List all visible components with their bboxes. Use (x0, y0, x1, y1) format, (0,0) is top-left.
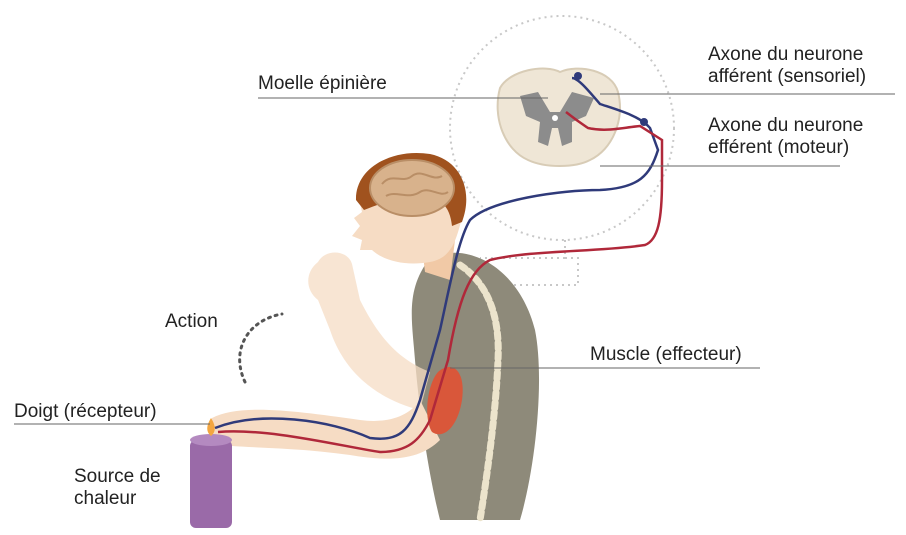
label-source-line2: chaleur (74, 488, 184, 510)
action-arrow (240, 314, 282, 382)
label-efferent-axon: Axone du neurone efférent (moteur) (708, 115, 898, 159)
label-afferent-axon: Axone du neurone afférent (sensoriel) (708, 44, 898, 88)
label-action: Action (165, 311, 218, 333)
label-muscle: Muscle (effecteur) (590, 344, 742, 366)
label-source-chaleur: Source de chaleur (74, 466, 184, 510)
raised-arm (308, 252, 430, 410)
label-afferent-line2: afférent (sensoriel) (708, 66, 898, 88)
label-efferent-line2: efférent (moteur) (708, 137, 898, 159)
label-afferent-line1: Axone du neurone (708, 44, 898, 66)
head (352, 153, 466, 264)
label-efferent-line1: Axone du neurone (708, 115, 898, 137)
label-moelle-epiniere: Moelle épinière (258, 73, 387, 95)
label-source-line1: Source de (74, 466, 184, 488)
label-doigt: Doigt (récepteur) (14, 401, 157, 423)
spinal-cord-section (498, 69, 620, 166)
